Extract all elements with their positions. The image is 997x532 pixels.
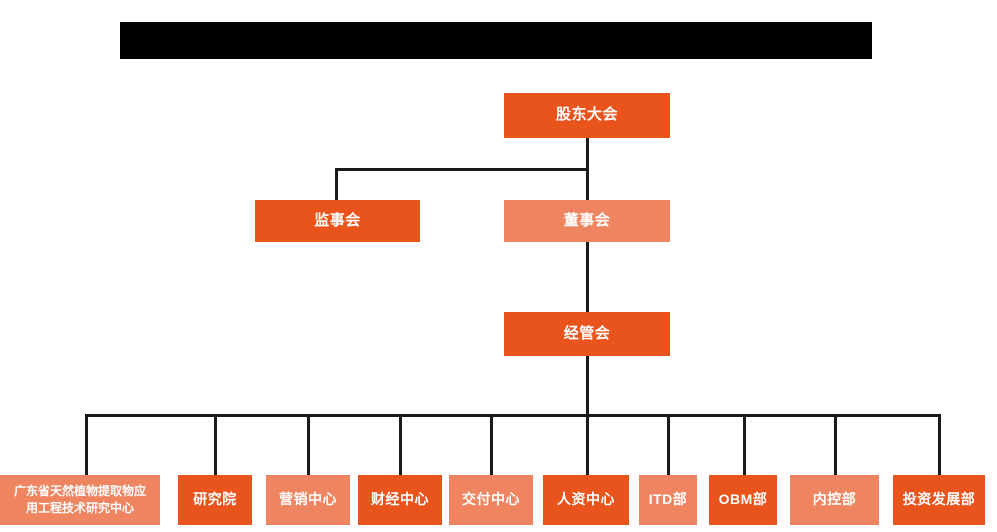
connector-drop-finance bbox=[399, 414, 402, 475]
org-node-shareholders[interactable]: 股东大会 bbox=[504, 93, 670, 138]
connector-drop-delivery bbox=[490, 414, 493, 475]
org-node-internal-control[interactable]: 内控部 bbox=[790, 475, 879, 525]
org-node-rnd-center[interactable]: 广东省天然植物提取物应 用工程技术研究中心 bbox=[0, 475, 160, 525]
org-node-internal-control-label: 内控部 bbox=[812, 491, 857, 508]
connector-drop-itd bbox=[667, 414, 670, 475]
org-node-management[interactable]: 经管会 bbox=[504, 312, 670, 356]
connector-directors-down bbox=[586, 168, 589, 200]
org-node-institute[interactable]: 研究院 bbox=[178, 475, 252, 525]
connector-directors-to-management bbox=[586, 242, 589, 312]
org-node-directors-label: 董事会 bbox=[563, 211, 611, 229]
org-node-finance-label: 财经中心 bbox=[371, 491, 429, 508]
org-node-supervisors-label: 监事会 bbox=[314, 211, 361, 229]
connector-drop-rnd-center bbox=[85, 414, 88, 475]
connector-drop-investment bbox=[938, 414, 941, 475]
org-node-investment[interactable]: 投资发展部 bbox=[893, 475, 985, 525]
connector-drop-marketing bbox=[307, 414, 310, 475]
org-node-institute-label: 研究院 bbox=[193, 491, 237, 508]
org-node-delivery[interactable]: 交付中心 bbox=[449, 475, 533, 525]
org-node-directors[interactable]: 董事会 bbox=[504, 200, 670, 242]
connector-drop-obm bbox=[743, 414, 746, 475]
org-node-investment-label: 投资发展部 bbox=[902, 491, 976, 508]
connector-level4-bus bbox=[85, 414, 940, 417]
connector-drop-internal-control bbox=[834, 414, 837, 475]
connector-drop-hr bbox=[586, 414, 589, 475]
org-node-itd-label: ITD部 bbox=[648, 491, 688, 508]
org-node-hr[interactable]: 人资中心 bbox=[543, 475, 629, 525]
org-node-finance[interactable]: 财经中心 bbox=[358, 475, 442, 525]
connector-supervisors-down bbox=[335, 168, 338, 200]
org-node-hr-label: 人资中心 bbox=[557, 491, 615, 508]
redacted-title-bar bbox=[120, 22, 872, 59]
org-node-rnd-center-label: 广东省天然植物提取物应 用工程技术研究中心 bbox=[10, 483, 150, 517]
org-node-supervisors[interactable]: 监事会 bbox=[255, 200, 420, 242]
org-node-rnd-center-label-line2: 用工程技术研究中心 bbox=[25, 501, 134, 515]
connector-drop-institute bbox=[214, 414, 217, 475]
connector-management-down bbox=[586, 356, 589, 416]
org-node-obm[interactable]: OBM部 bbox=[709, 475, 777, 525]
connector-level2-bus bbox=[335, 168, 587, 171]
org-node-itd[interactable]: ITD部 bbox=[639, 475, 697, 525]
org-node-marketing-label: 营销中心 bbox=[279, 491, 337, 508]
org-node-rnd-center-label-line1: 广东省天然植物提取物应 bbox=[13, 484, 146, 499]
org-node-marketing[interactable]: 营销中心 bbox=[266, 475, 350, 525]
org-node-delivery-label: 交付中心 bbox=[462, 491, 520, 508]
org-node-management-label: 经管会 bbox=[563, 324, 611, 342]
org-node-shareholders-label: 股东大会 bbox=[555, 106, 618, 124]
org-node-obm-label: OBM部 bbox=[718, 491, 768, 508]
connector-shareholders-down bbox=[586, 138, 589, 170]
